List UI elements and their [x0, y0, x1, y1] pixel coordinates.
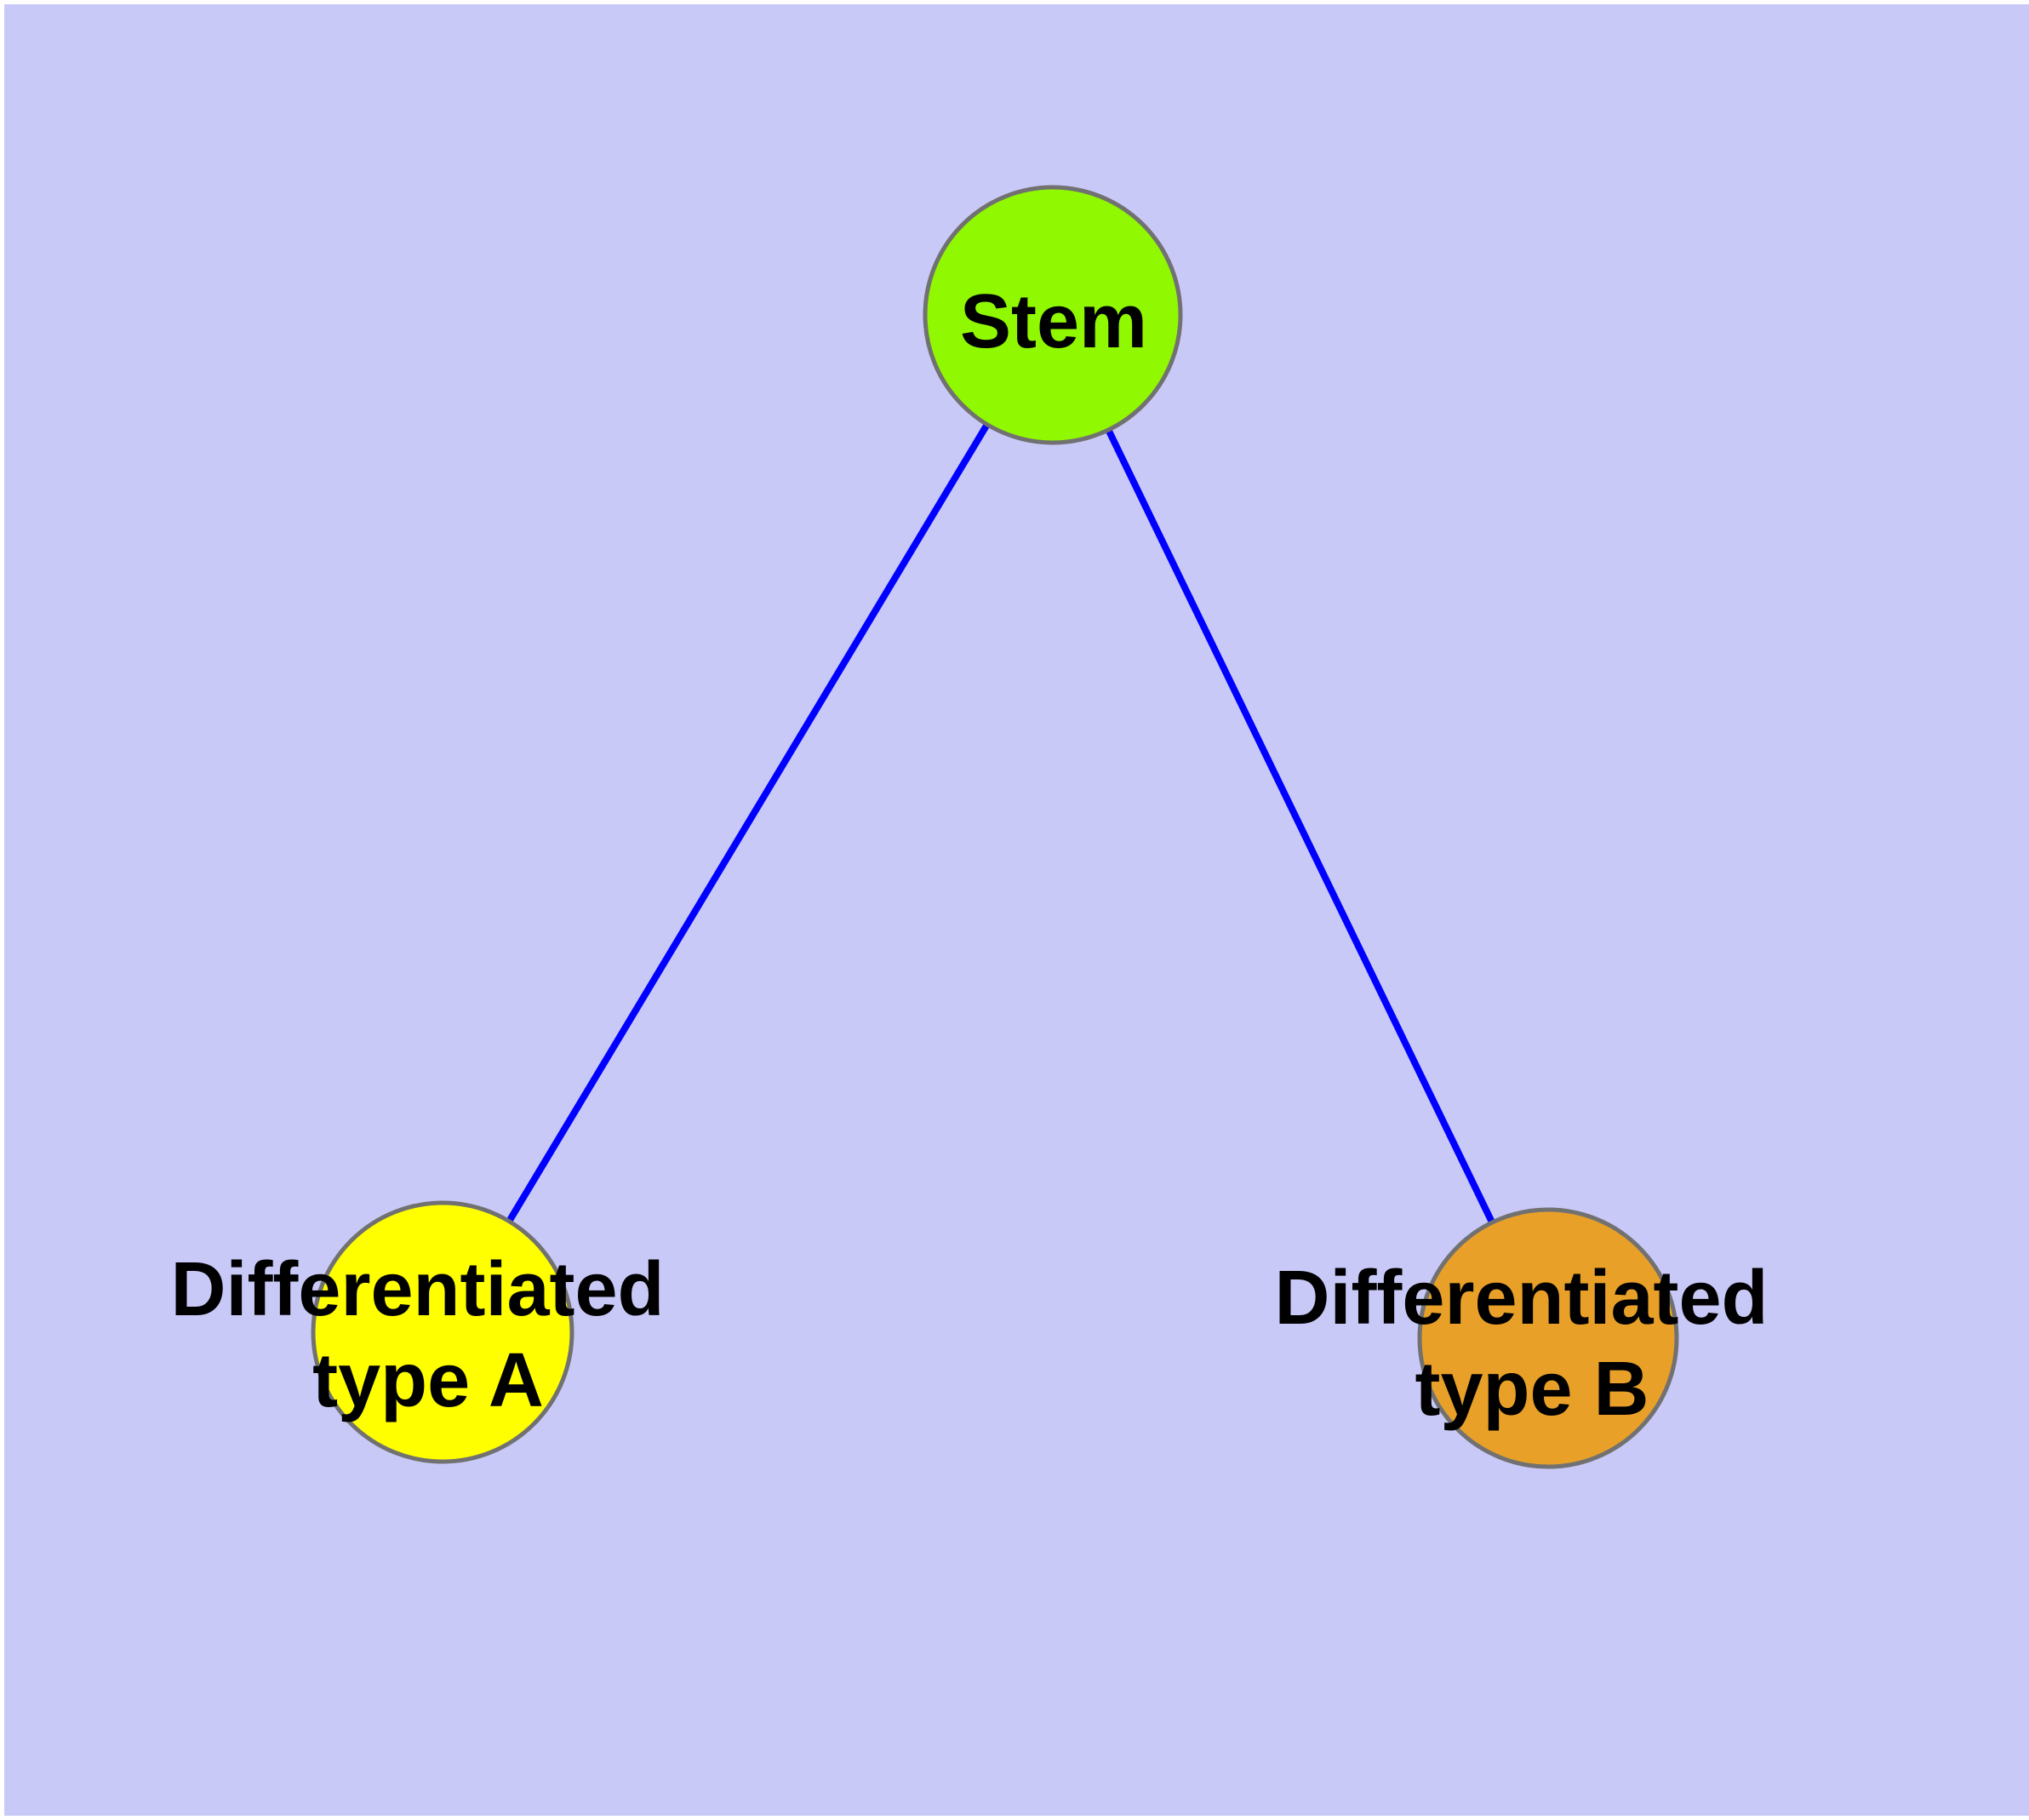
node-type-b-label-line1: Differentiated	[1274, 1256, 1768, 1341]
node-type-a-label-line1: Differentiated	[170, 1247, 664, 1332]
node-type-b-label: Differentiated type B	[1274, 1256, 1789, 1432]
node-type-a-label: Differentiated type A	[170, 1247, 685, 1423]
node-type-b-label-line2: type B	[1415, 1347, 1649, 1432]
node-type-a-label-line2: type A	[312, 1338, 544, 1423]
node-stem-circle	[923, 185, 1183, 445]
node-type-a-circle	[311, 1200, 574, 1464]
node-stem-label: Stem	[960, 279, 1147, 364]
node-type-b-circle	[1417, 1207, 1679, 1469]
edge-stem-to-type-a	[439, 312, 1056, 1335]
edge-stem-to-type-b	[1049, 313, 1552, 1340]
